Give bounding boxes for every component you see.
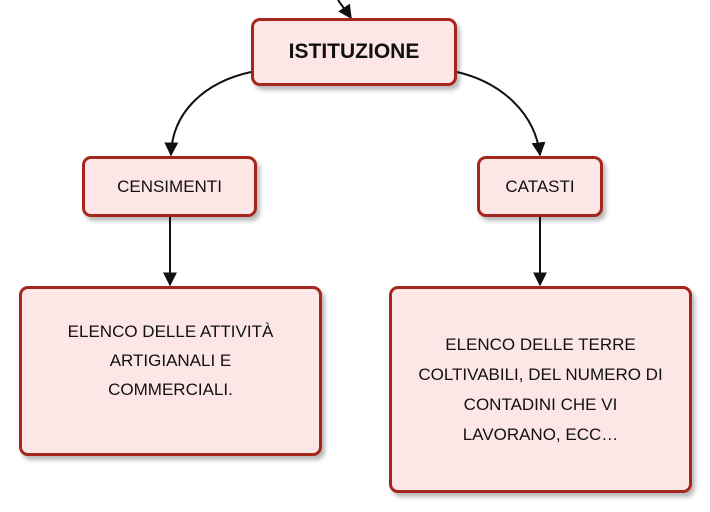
node-censimenti-detail[interactable]: ELENCO DELLE ATTIVITÀ ARTIGIANALI E COMM…: [19, 286, 322, 456]
incoming-connector: [337, 0, 352, 20]
detail-line: ARTIGIANALI E: [109, 351, 232, 370]
connector-root-to-censimenti: [164, 71, 252, 157]
detail-line: COMMERCIALI.: [108, 380, 233, 399]
detail-line: ELENCO DELLE ATTIVITÀ: [67, 322, 274, 341]
node-censimenti-detail-text: ELENCO DELLE ATTIVITÀ ARTIGIANALI E COMM…: [68, 317, 274, 404]
node-censimenti-label: CENSIMENTI: [117, 176, 222, 196]
node-catasti-label: CATASTI: [505, 176, 575, 196]
node-censimenti[interactable]: CENSIMENTI: [82, 156, 257, 217]
node-istituzione[interactable]: ISTITUZIONE: [251, 18, 457, 86]
detail-line: CONTADINI CHE VI: [463, 394, 618, 414]
node-istituzione-label: ISTITUZIONE: [288, 40, 420, 63]
detail-line: COLTIVABILI, DEL NUMERO DI: [418, 364, 663, 384]
node-catasti-detail-text: ELENCO DELLE TERRE COLTIVABILI, DEL NUME…: [418, 330, 662, 450]
node-catasti-detail[interactable]: ELENCO DELLE TERRE COLTIVABILI, DEL NUME…: [389, 286, 692, 493]
detail-line: ELENCO DELLE TERRE: [445, 334, 636, 354]
node-catasti[interactable]: CATASTI: [477, 156, 603, 217]
detail-line: LAVORANO, ECC…: [462, 424, 619, 444]
connector-root-to-catasti: [456, 71, 546, 157]
